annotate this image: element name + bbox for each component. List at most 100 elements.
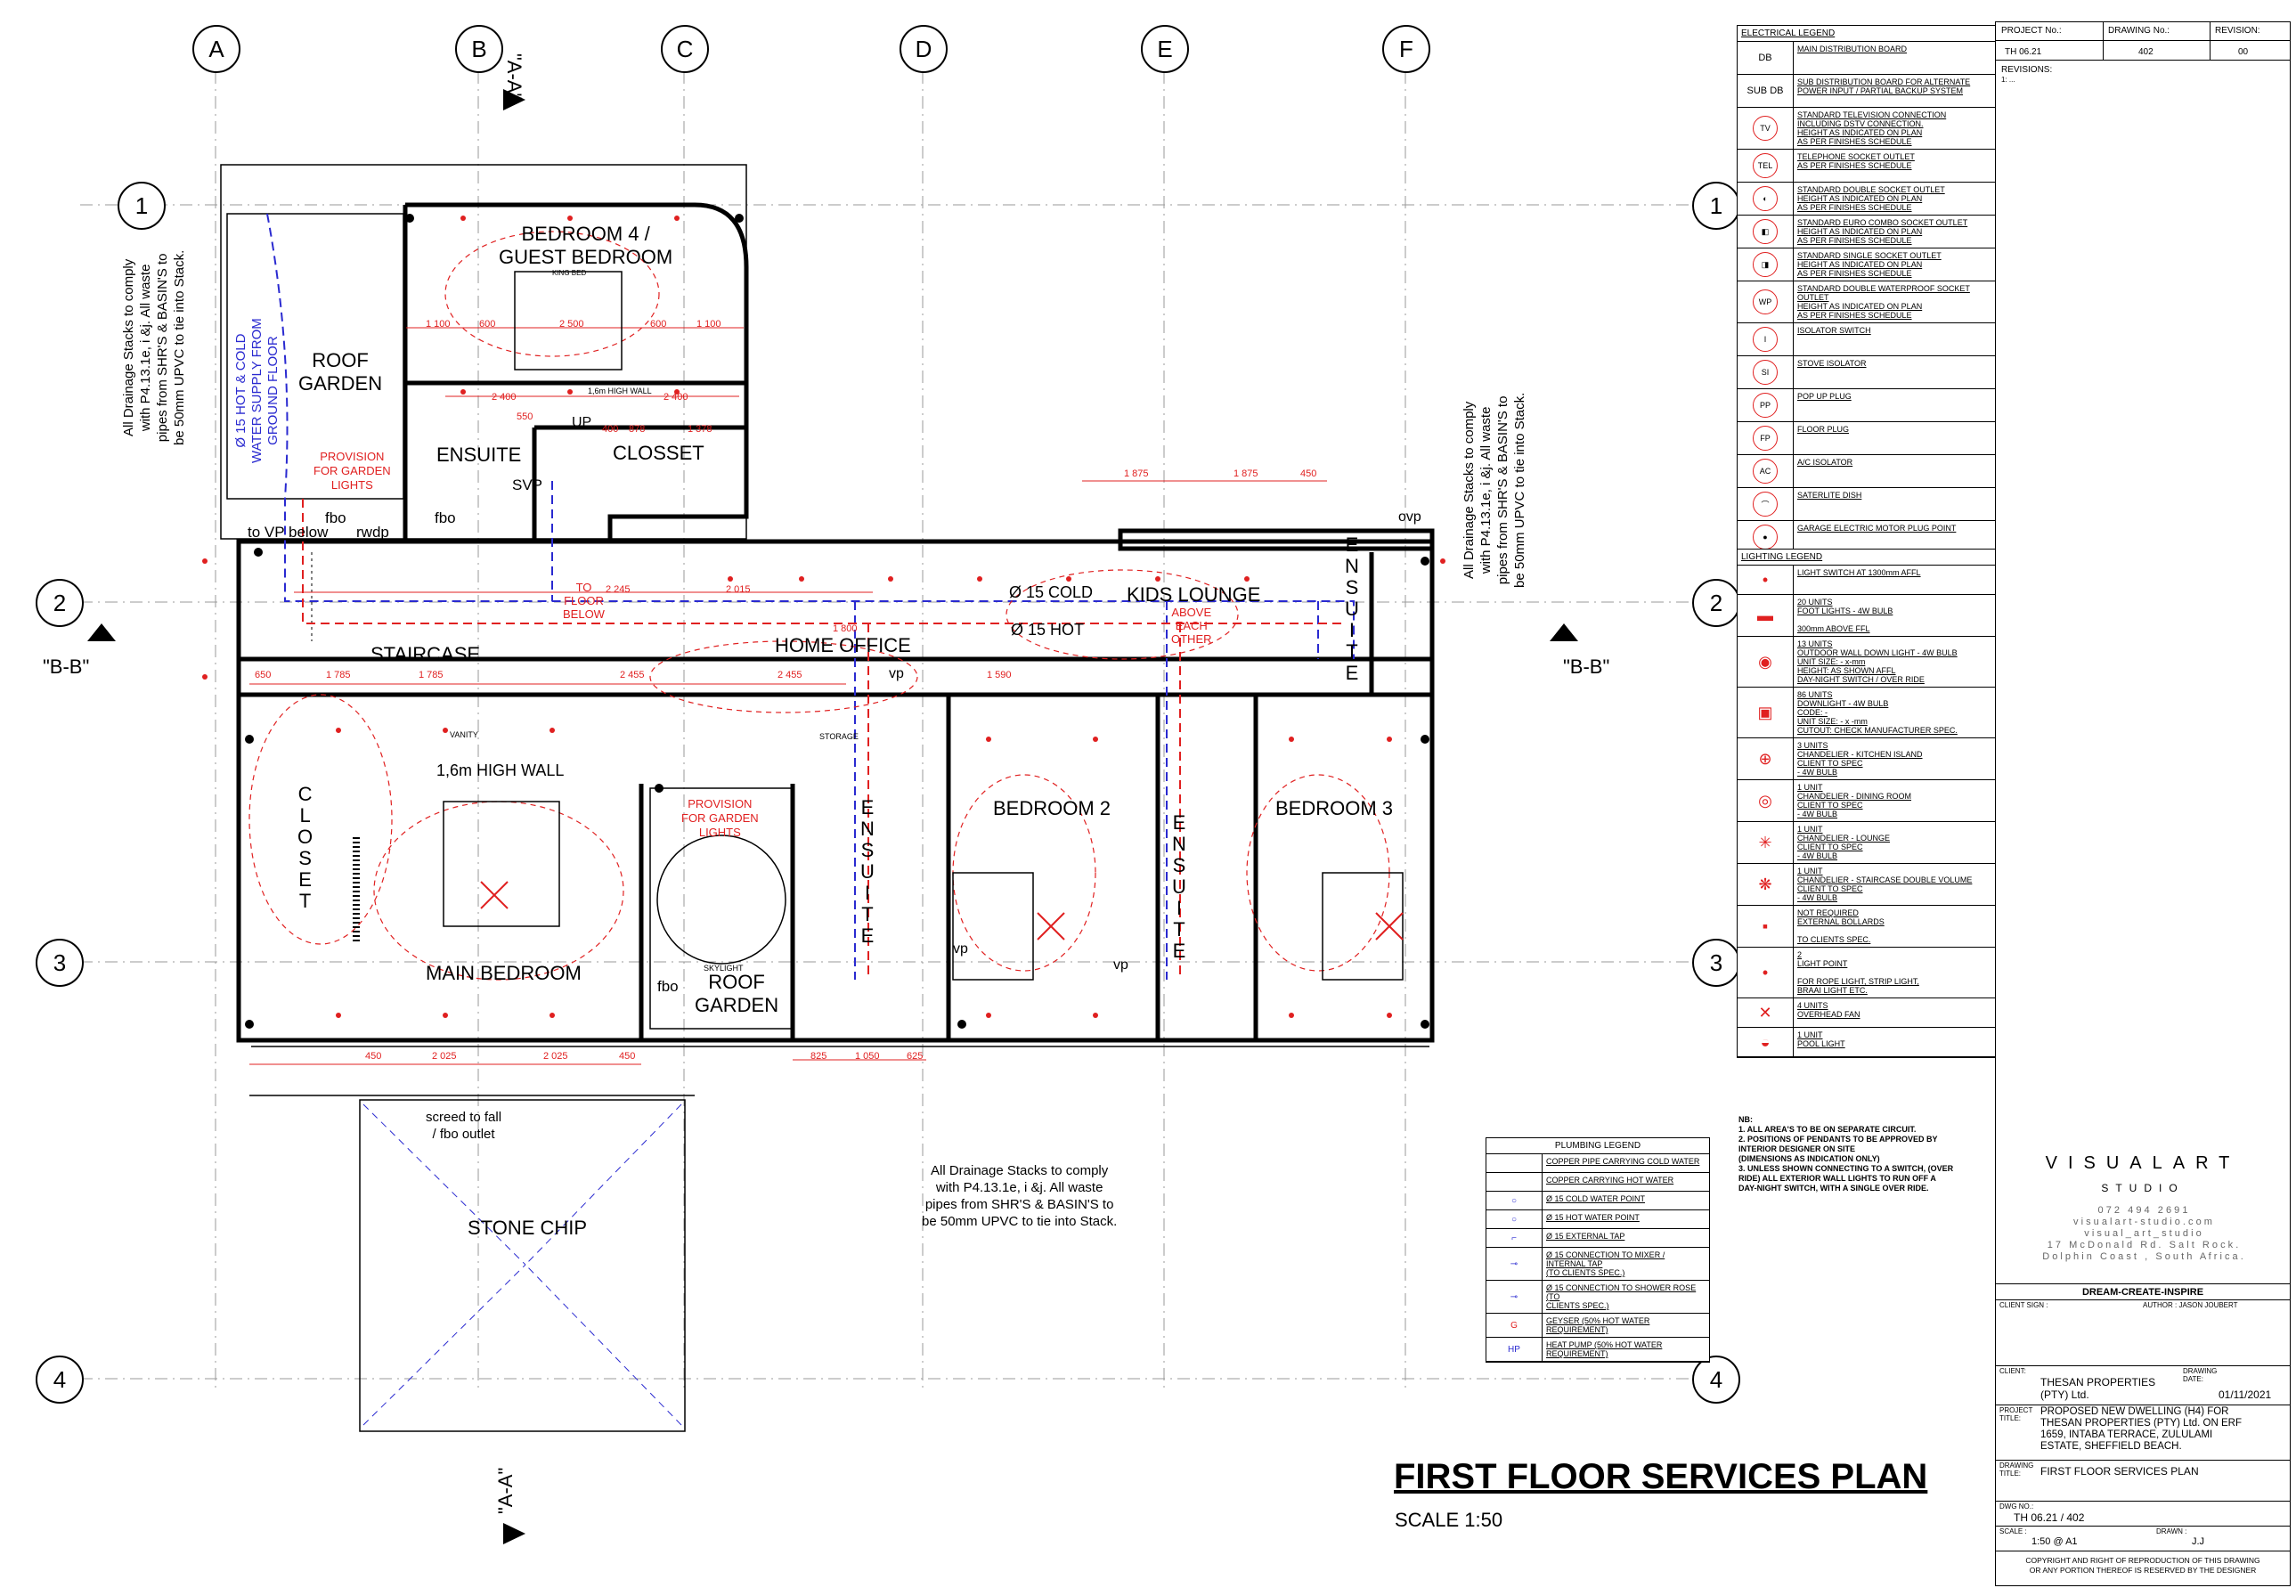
plumbing-legend-title: PLUMBING LEGEND [1486, 1138, 1709, 1154]
legend-description: FLOOR PLUG [1797, 425, 1850, 434]
label-svp: SVP [512, 476, 543, 493]
dim-kids-2: 2 015 [726, 584, 751, 595]
legend-row: ⊸Ø 15 CONNECTION TO SHOWER ROSE (TO CLIE… [1486, 1281, 1709, 1314]
section-label-aa-bottom: "A-A" [494, 1467, 517, 1514]
legend-row: ▬20 UNITS FOOT LIGHTS - 4W BULB 300mm AB… [1738, 595, 1998, 637]
label-high-wall-small: 1,6m HIGH WALL [588, 387, 652, 395]
label-cold: Ø 15 COLD [1009, 583, 1094, 601]
brand-sub: STUDIO [2101, 1182, 2185, 1194]
label-ovp: ovp [1398, 509, 1421, 525]
legend-symbol-icon: I [1738, 323, 1794, 355]
legend-symbol-icon: ◨ [1738, 248, 1794, 281]
legend-symbol-icon [1486, 1154, 1543, 1172]
legend-symbol-icon: ▬ [1738, 595, 1794, 636]
room-stone-chip: STONE CHIP [468, 1217, 588, 1239]
legend-description: STOVE ISOLATOR [1797, 359, 1867, 368]
legend-description: 4 UNITS OVERHEAD FAN [1797, 1001, 1860, 1019]
dim-stair-5: 2 455 [778, 670, 802, 680]
dim-bottom-3: 2 025 [543, 1051, 568, 1062]
legend-row: ✕4 UNITS OVERHEAD FAN [1738, 998, 1998, 1028]
section-label-bb-right: "B-B" [1563, 656, 1610, 678]
section-label-aa-top: "A-A" [503, 53, 525, 101]
project-no-label: PROJECT No.: [2001, 26, 2062, 36]
dim-bed4c-3: 878 [629, 424, 646, 435]
outline-areas [220, 164, 1429, 1432]
legend-symbol-icon: ○ [1486, 1210, 1543, 1228]
drainage-note-left: All Drainage Stacks to comply with P4.13… [121, 249, 187, 445]
dim-stair-2: 1 785 [326, 670, 351, 680]
room-kids-lounge: KIDS LOUNGE [1127, 583, 1261, 606]
label-fbo-garden: fbo [657, 978, 679, 995]
revisions-value: 1: ... [2001, 76, 2015, 84]
legend-description: HEAT PUMP (50% HOT WATER REQUIREMENT) [1546, 1340, 1663, 1358]
grid-bubble-b: B [455, 25, 503, 73]
project-title: PROPOSED NEW DWELLING (H4) FOR THESAN PR… [2040, 1406, 2242, 1452]
legend-description: Ø 15 COLD WATER POINT [1546, 1194, 1646, 1203]
legend-symbol-icon: ◐ [1738, 183, 1794, 215]
dwg-no: TH 06.21 / 402 [2014, 1511, 2085, 1524]
dim-stair-1: 650 [255, 670, 272, 680]
stairs [311, 552, 360, 944]
dim-office-3: 625 [907, 1051, 924, 1062]
dim-bed4-3: 2 500 [559, 319, 584, 330]
drawing-no-label: DRAWING No.: [2108, 26, 2170, 36]
drainage-note-bottom: All Drainage Stacks to comply with P4.13… [922, 1163, 1118, 1229]
label-storage: STORAGE [819, 732, 859, 741]
project-title-label: PROJECT TITLE: [1999, 1406, 2033, 1422]
drawing-title-label: DRAWING TITLE: [1999, 1462, 2034, 1478]
room-bedroom-3: BEDROOM 3 [1275, 797, 1394, 819]
legend-row: ◒1 UNIT POOL LIGHT [1738, 1028, 1998, 1057]
dim-bed4c-1: 550 [517, 411, 533, 422]
legend-description: STANDARD EURO COMBO SOCKET OUTLET HEIGHT… [1797, 218, 1968, 245]
client-label: CLIENT: [1999, 1367, 2026, 1375]
dim-bed4c-4: 1 378 [688, 424, 712, 435]
legend-description: MAIN DISTRIBUTION BOARD [1797, 45, 1908, 53]
brand-name: VISUALART [2045, 1153, 2241, 1173]
dwg-no-label: DWG NO.: [1999, 1502, 2034, 1510]
legend-row: COPPER PIPE CARRYING COLD WATER [1486, 1154, 1709, 1173]
legend-description: Ø 15 EXTERNAL TAP [1546, 1232, 1625, 1241]
brand-contact: 0 7 2 4 9 4 2 6 9 1 v i s u a l a r t - … [2042, 1205, 2243, 1262]
grid-bubble-3-left: 3 [36, 939, 84, 987]
room-ensuite-top: ENSUITE [436, 444, 522, 466]
grid-bubble-2-right: 2 [1692, 579, 1740, 627]
grid-bubble-f: F [1382, 25, 1430, 73]
dim-stair-6: 1 590 [987, 670, 1012, 680]
wall-lights [245, 214, 1429, 1029]
room-bedroom-2: BEDROOM 2 [993, 797, 1111, 819]
grid-bubble-e: E [1141, 25, 1189, 73]
legend-description: LIGHT SWITCH AT 1300mm AFFL [1797, 568, 1921, 577]
dim-top-2: 1 875 [1233, 468, 1258, 479]
label-vp-office: vp [889, 666, 904, 681]
legend-description: STANDARD DOUBLE SOCKET OUTLET HEIGHT AS … [1797, 185, 1945, 212]
legend-row: ▣86 UNITS DOWNLIGHT - 4W BULB CODE: - UN… [1738, 688, 1998, 738]
author: AUTHOR : JASON JOUBERT [2143, 1301, 2238, 1309]
grid-bubble-a: A [192, 25, 240, 73]
revision: 00 [2238, 47, 2249, 57]
legend-description: 86 UNITS DOWNLIGHT - 4W BULB CODE: - UNI… [1797, 690, 1958, 735]
legend-symbol-icon: ◎ [1738, 780, 1794, 821]
label-vp-b3: vp [1113, 957, 1128, 973]
legend-description: STANDARD SINGLE SOCKET OUTLET HEIGHT AS … [1797, 251, 1942, 278]
revision-label: REVISION: [2215, 26, 2260, 36]
legend-description: A/C ISOLATOR [1797, 458, 1853, 467]
label-up: UP [572, 415, 592, 430]
dim-bottom-4: 450 [619, 1051, 636, 1062]
dim-kids-3: 1 800 [833, 623, 858, 634]
legend-row: ✳1 UNIT CHANDELIER - LOUNGE CLIENT TO SP… [1738, 822, 1998, 864]
legend-symbol-icon: ◉ [1738, 637, 1794, 687]
label-rwdp: rwdp [356, 524, 389, 541]
room-ensuite-mid: E N S U I T E [860, 796, 875, 947]
legend-description: 2 LIGHT POINT FOR ROPE LIGHT, STRIP LIGH… [1797, 950, 1919, 995]
drawing-date: 01/11/2021 [2219, 1388, 2272, 1401]
label-vanity: VANITY [450, 730, 478, 739]
legend-symbol-icon: WP [1738, 281, 1794, 322]
legend-symbol-icon: ⊸ [1486, 1281, 1543, 1313]
